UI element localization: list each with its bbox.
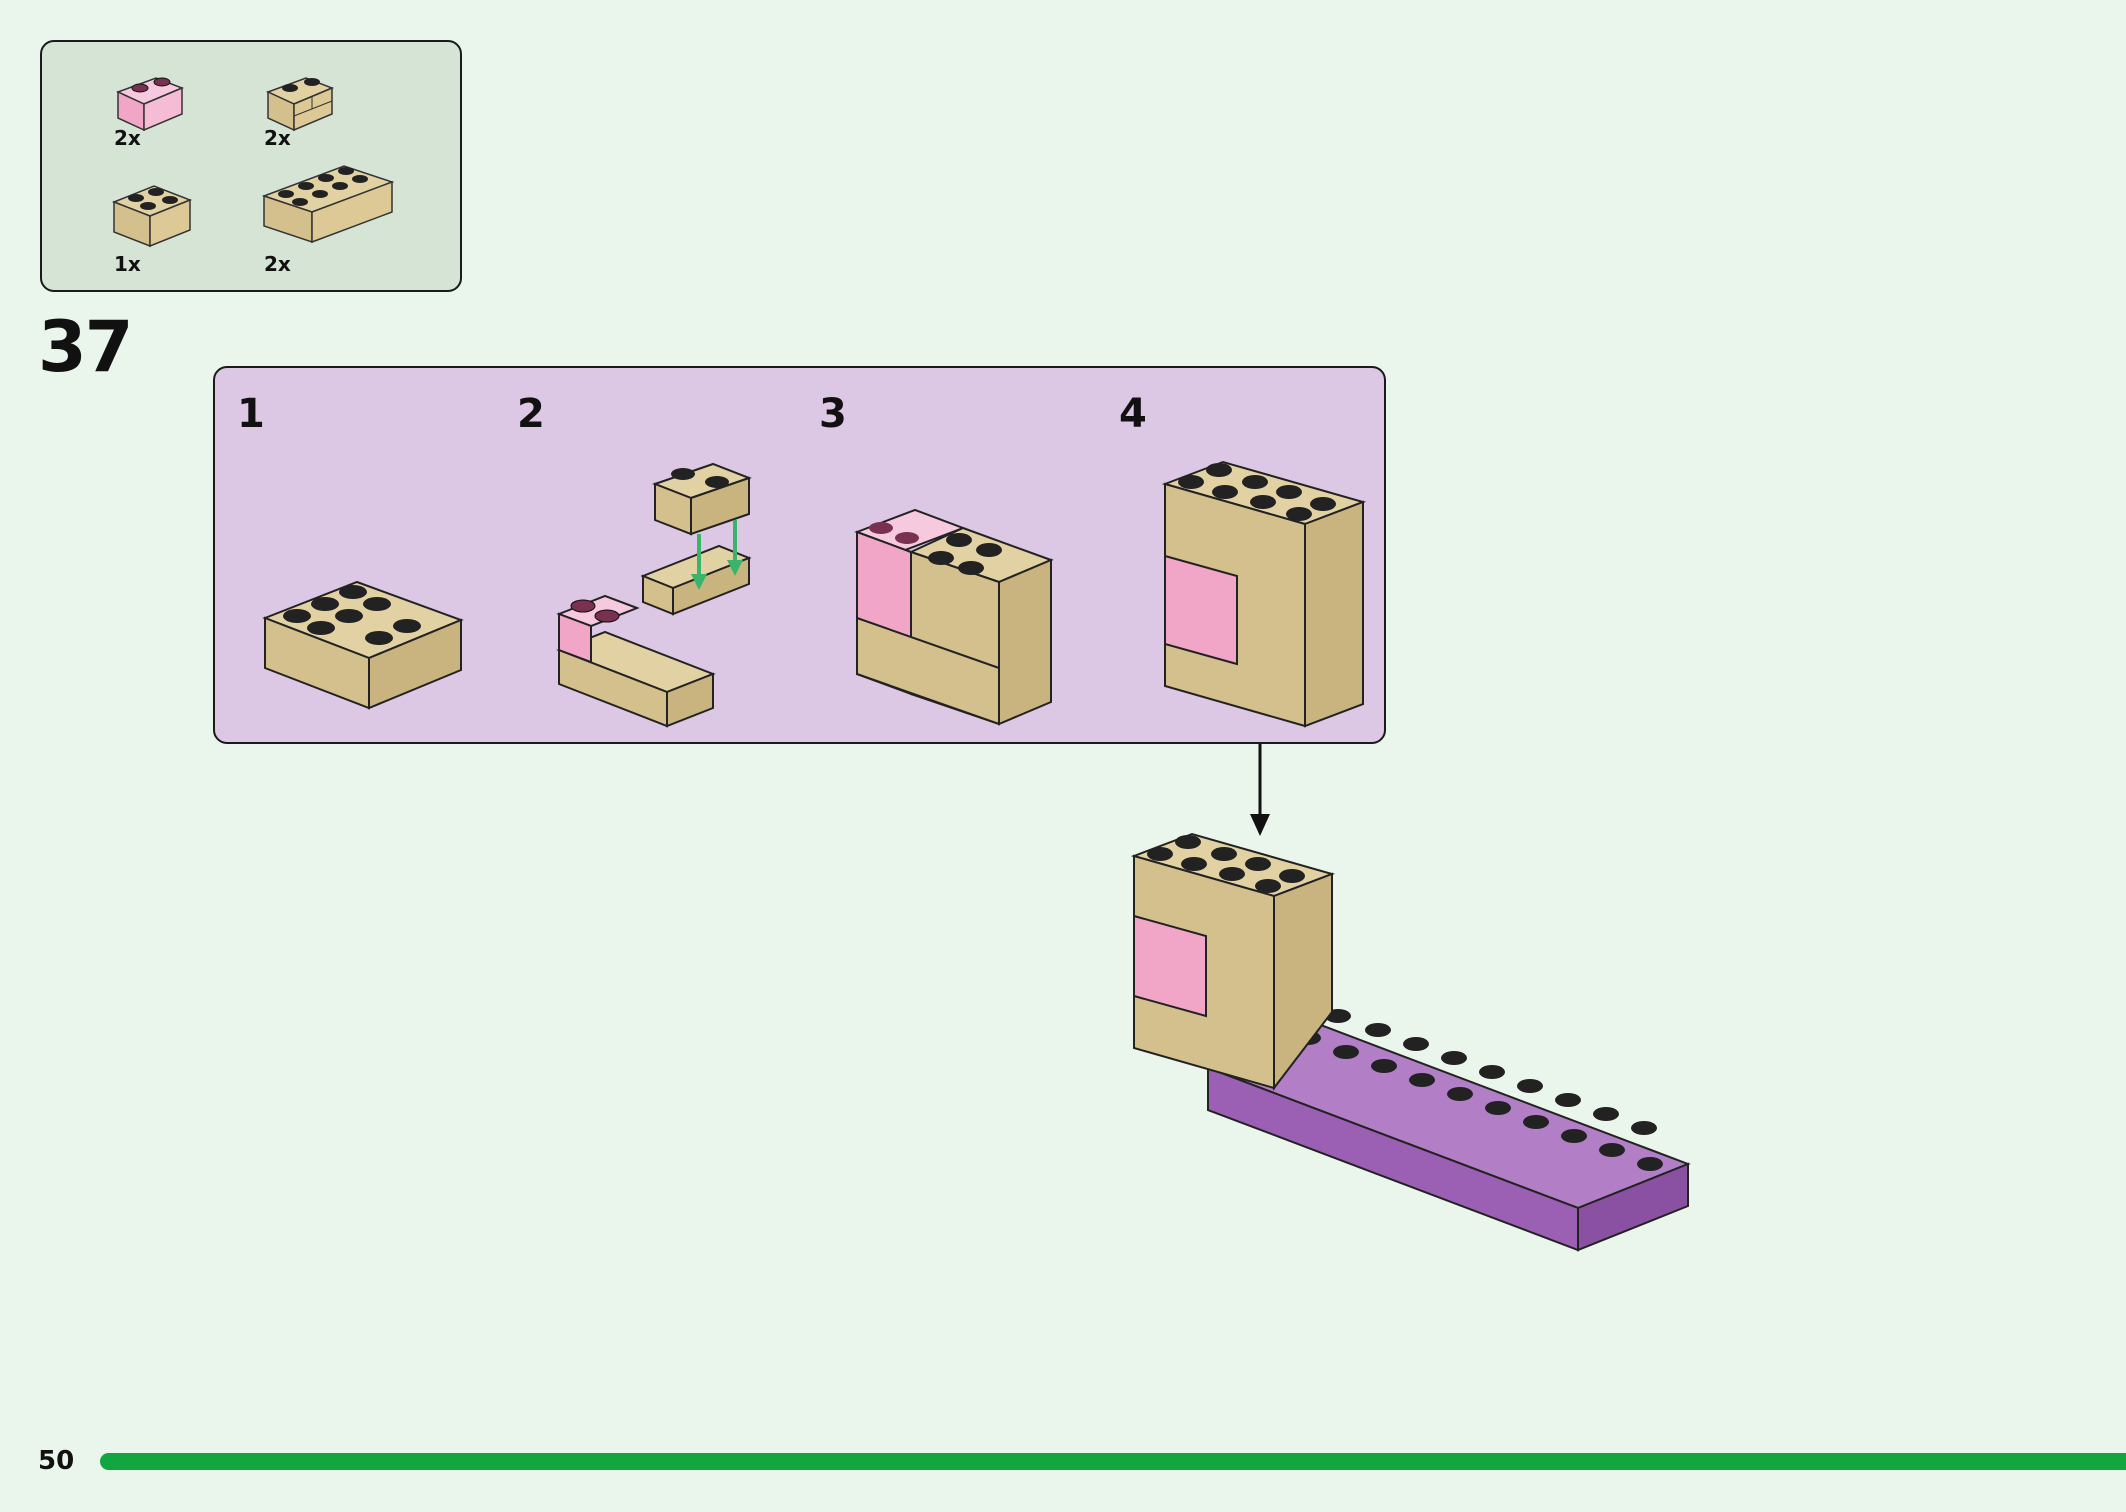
substep-4-illustration — [1161, 460, 1367, 728]
part-qty-4: 2x — [264, 252, 291, 276]
substep-label-3: 3 — [819, 391, 847, 437]
substep-3-illustration — [854, 508, 1054, 726]
pink-transparent-slope-brick-icon — [116, 77, 185, 132]
substep-2-illustration — [556, 462, 752, 728]
parts-list-box: 2x 2x 1x 2x — [40, 40, 462, 292]
substep-1-illustration — [262, 580, 464, 710]
tan-2x4-brick-icon — [261, 165, 395, 244]
tan-masonry-brick-icon — [266, 77, 335, 132]
step-number: 37 — [38, 306, 133, 388]
main-model-illustration — [1130, 832, 1691, 1252]
part-qty-1: 2x — [114, 126, 141, 150]
tan-2x2-brick-icon — [111, 185, 193, 248]
part-qty-2: 2x — [264, 126, 291, 150]
attach-arrow — [1250, 744, 1270, 836]
substep-label-1: 1 — [237, 391, 265, 437]
part-qty-3: 1x — [114, 252, 141, 276]
substep-box: 1 2 3 4 — [213, 366, 1386, 744]
page-number: 50 — [38, 1446, 75, 1476]
substep-label-4: 4 — [1119, 391, 1147, 437]
substep-label-2: 2 — [517, 391, 545, 437]
progress-bar — [100, 1453, 2126, 1470]
